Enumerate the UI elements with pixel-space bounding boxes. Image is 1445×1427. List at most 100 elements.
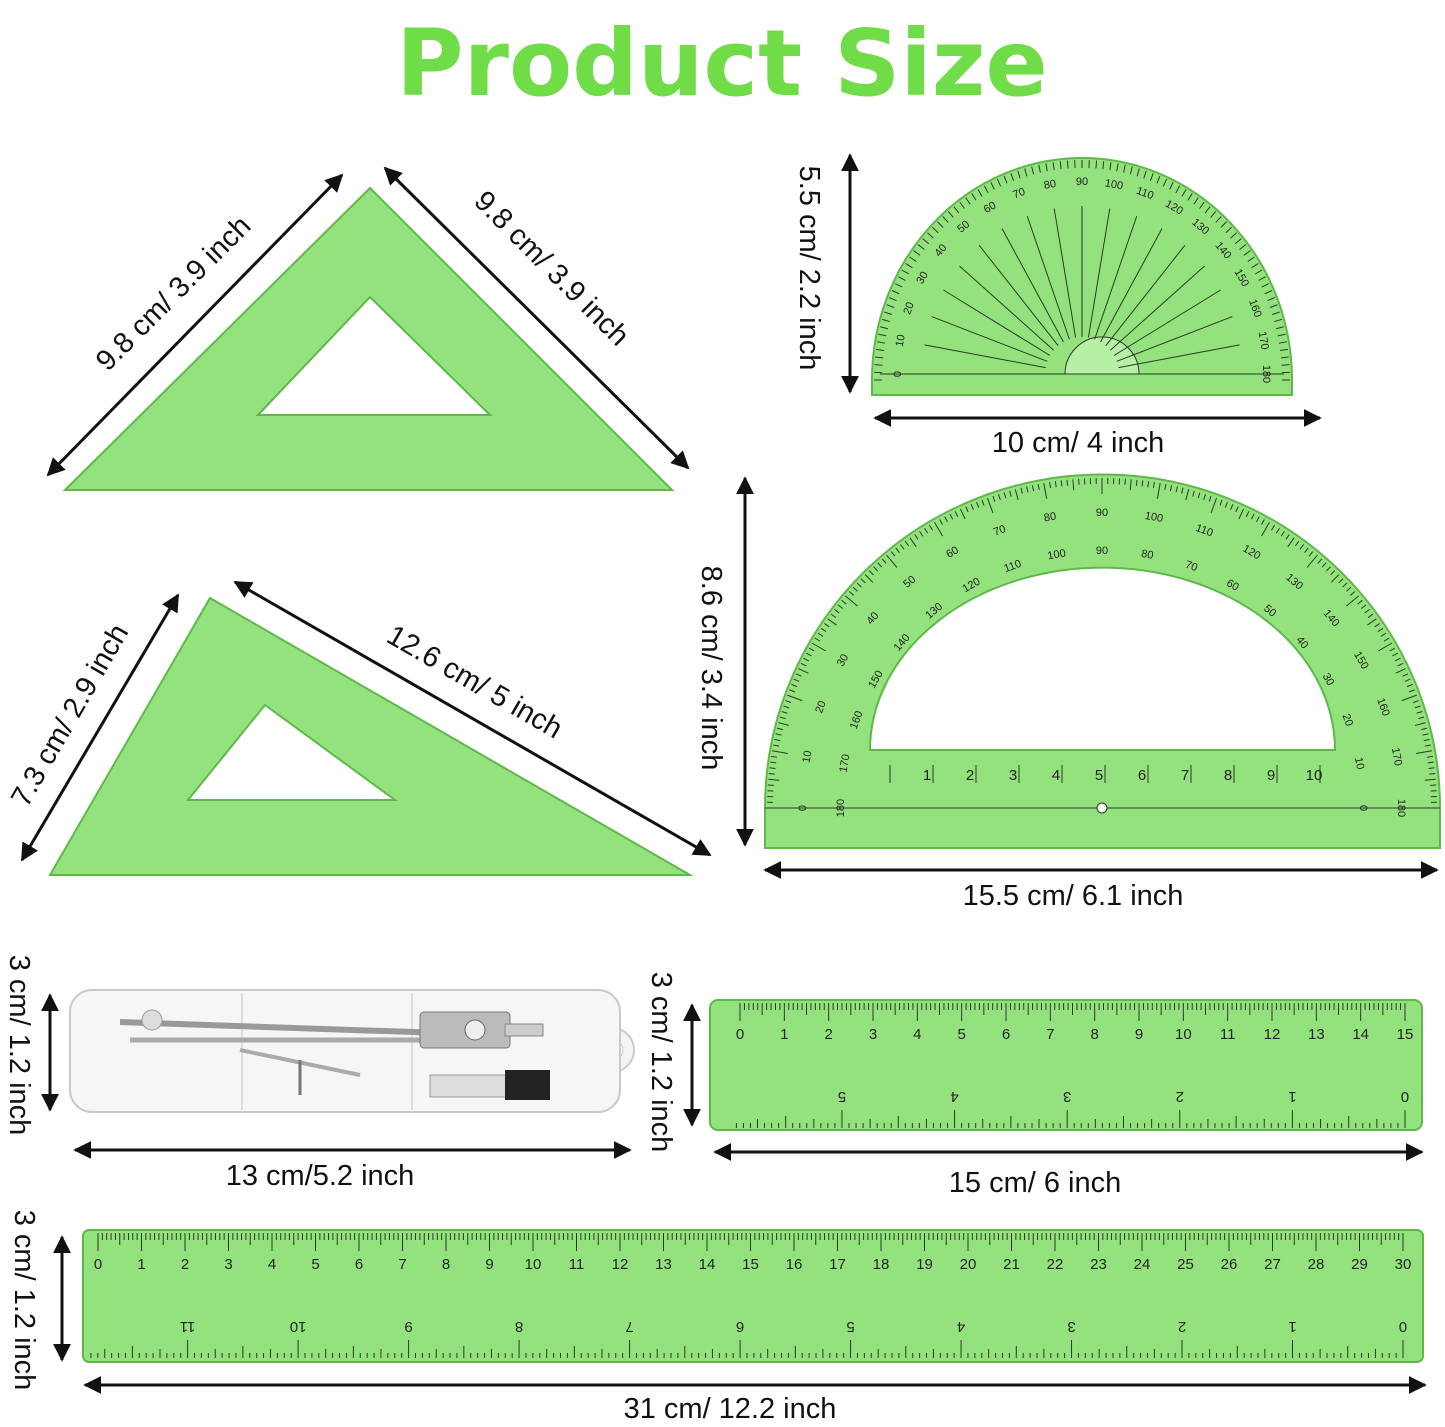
degree-number: 180: [1395, 799, 1407, 817]
degree-number: 160: [1374, 696, 1392, 717]
protractor-tick: [886, 554, 898, 568]
protractor-tick: [771, 755, 778, 758]
protractor-tick: [976, 501, 980, 508]
protractor-tick: [1338, 578, 1344, 584]
protractor-ray: [943, 289, 1051, 356]
protractor-tick: [1404, 678, 1411, 682]
protractor-tick: [1377, 627, 1384, 632]
protractor-tick: [1330, 574, 1340, 583]
protractor-tick: [1247, 256, 1255, 262]
protractor-tick: [1256, 516, 1260, 523]
inch-number: 8: [515, 1318, 523, 1335]
protractor-tick: [977, 189, 983, 197]
protractor-tick: [1037, 483, 1040, 491]
protractor-tick: [1287, 537, 1295, 547]
protractor-tick: [1003, 492, 1007, 499]
cm-number: 2: [824, 1026, 832, 1043]
protractor-tick: [942, 216, 949, 223]
protractor-tick: [1427, 761, 1434, 764]
protractor-tick: [768, 773, 775, 775]
cm-number: 14: [1352, 1026, 1369, 1043]
protractor-tick: [1421, 727, 1428, 731]
protractor-tick: [805, 652, 812, 657]
protractor-tick: [1152, 481, 1155, 489]
protractor-tick: [1321, 562, 1327, 568]
protractor-tick: [939, 519, 943, 525]
protractor-tick: [959, 201, 965, 209]
protractor-ray: [931, 316, 1048, 362]
inch-number: 0: [1401, 1088, 1409, 1105]
protractor-tick: [1429, 773, 1436, 775]
protractor-tick: [891, 290, 900, 295]
cm-number: 12: [612, 1256, 629, 1273]
degree-number: 30: [914, 270, 931, 287]
protractor-tick: [1250, 513, 1255, 520]
protractor-tick: [1251, 262, 1259, 269]
protractor-tick: [881, 318, 890, 323]
protractor-tick: [886, 304, 895, 308]
protractor-tick: [877, 562, 883, 568]
degree-number: 20: [1340, 712, 1355, 728]
ruler-30-height-label: 3 cm/ 1.2 inch: [8, 1210, 40, 1391]
protractor-tick: [837, 604, 844, 609]
cm-number: 11: [569, 1256, 585, 1273]
protractor-tick: [1031, 166, 1035, 175]
cm-number: 6: [1002, 1026, 1010, 1043]
cm-number: 9: [1267, 767, 1275, 784]
protractor-tick: [953, 206, 960, 214]
protractor-tick: [1428, 767, 1435, 770]
degree-number: 110: [1002, 558, 1023, 575]
protractor-ray: [1026, 215, 1070, 340]
protractor-tick: [878, 333, 887, 337]
protractor-tick: [894, 283, 903, 288]
protractor-tick: [1275, 326, 1284, 330]
protractor-tick: [1169, 485, 1173, 492]
protractor-tick: [971, 193, 977, 201]
protractor-tick: [1203, 493, 1206, 501]
protractor-tick: [860, 578, 866, 584]
protractor-tick: [1164, 483, 1167, 491]
dimension-arrow: [383, 166, 690, 470]
protractor-tick: [1271, 524, 1275, 531]
cm-number: 26: [1221, 1256, 1238, 1273]
protractor-tick: [795, 673, 802, 677]
protractor-tick: [1304, 547, 1309, 553]
protractor-tick: [927, 232, 934, 239]
protractor-tick: [965, 506, 969, 513]
cm-number: 29: [1351, 1256, 1368, 1273]
inch-number: 11: [180, 1318, 196, 1335]
protractor-tick: [1043, 482, 1048, 499]
protractor-tick: [1280, 530, 1285, 537]
protractor-tick: [814, 637, 821, 642]
protractor-tick: [1258, 276, 1266, 281]
protractor-tick: [781, 711, 788, 714]
cm-number: 1: [780, 1026, 788, 1043]
protractor-tick: [998, 493, 1001, 501]
protractor-tick: [1397, 662, 1404, 667]
protractor-tick: [996, 178, 1002, 187]
protractor-tick: [1274, 318, 1283, 323]
protractor-tick: [1215, 216, 1222, 223]
protractor-tick: [1299, 544, 1305, 550]
inch-number: 3: [1067, 1318, 1075, 1335]
cm-number: 9: [1135, 1026, 1143, 1043]
cm-number: 21: [1003, 1256, 1020, 1273]
protractor-tick: [852, 586, 858, 592]
degree-number: 70: [1011, 186, 1027, 201]
inch-number: 1: [1288, 1318, 1296, 1335]
protractor-tick: [934, 521, 943, 537]
protractor-tick: [1156, 482, 1161, 499]
protractor-tick: [1342, 582, 1348, 588]
cm-number: 15: [742, 1256, 759, 1273]
cm-number: 6: [355, 1256, 363, 1273]
protractor-tick: [1136, 168, 1140, 177]
protractor-tick: [1245, 511, 1250, 518]
protractor-tick: [1264, 290, 1273, 295]
protractor-tick: [959, 508, 966, 520]
protractor-tick: [1308, 551, 1314, 557]
page-title: Product Size: [396, 10, 1048, 117]
cm-number: 1: [923, 767, 931, 784]
cm-number: 6: [1138, 767, 1146, 784]
protractor-tick: [1149, 173, 1154, 181]
protractor-tick: [1330, 570, 1336, 576]
